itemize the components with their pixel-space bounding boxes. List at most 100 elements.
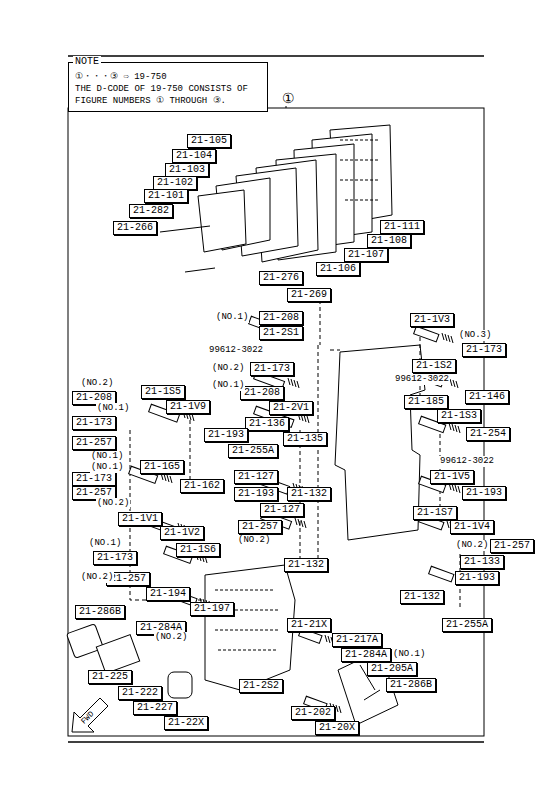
part-number: 21-162 (184, 480, 220, 492)
part-callout: 21-282 (129, 204, 173, 218)
part-number: 21-266 (117, 222, 153, 234)
part-callout: 21-1V3 (410, 313, 454, 327)
part-number: 21-146 (469, 391, 505, 403)
part-callout: 21-111 (380, 220, 424, 234)
part-number: 21-1V5 (434, 471, 470, 483)
part-callout: 21-269 (287, 288, 331, 302)
part-callout: 21-1S3 (437, 409, 481, 423)
part-callout: 21-127 (260, 503, 304, 517)
callout-note: (NO.1) (90, 451, 124, 462)
part-number: 21-102 (157, 177, 193, 189)
part-callout: 21-1V9 (166, 400, 210, 414)
part-number: 21-208 (244, 387, 280, 399)
part-number: 21-1V3 (414, 314, 450, 326)
part-number: 21-105 (191, 135, 227, 147)
part-callout: 21-197 (190, 602, 234, 616)
part-number: 21-1G5 (144, 461, 180, 473)
part-callout: 21-1V1 (118, 512, 162, 526)
part-number: 21-193 (238, 488, 274, 500)
part-number: 21-257 (110, 573, 146, 585)
part-number: 21-21X (291, 619, 327, 631)
part-number: 21-202 (295, 707, 331, 719)
callout-note: (NO.1) (392, 649, 426, 660)
part-number: 21-1S3 (441, 410, 477, 422)
part-callout: 21-193 (462, 486, 506, 500)
part-number: 21-1V4 (454, 521, 490, 533)
part-number: 21-286B (79, 606, 121, 618)
part-number: 21-222 (122, 687, 158, 699)
note-box: NOTE①・・・③ ⇨ 19-750THE D-CODE OF 19-750 C… (68, 62, 268, 112)
part-callout: 21-132 (400, 590, 444, 604)
part-callout: 21-127 (234, 470, 278, 484)
part-callout: 21-135 (283, 432, 327, 446)
part-number: 21-1S5 (145, 386, 181, 398)
part-callout: 21-173 (93, 551, 137, 565)
part-number: 21-173 (466, 344, 502, 356)
part-callout: 21-132 (287, 487, 331, 501)
part-number: 21-1S6 (180, 544, 216, 556)
part-callout: 21-136 (245, 417, 289, 431)
part-number: 21-2S1 (263, 327, 299, 339)
part-callout: 21-1V5 (430, 470, 474, 484)
part-number: 21-286B (390, 679, 432, 691)
part-callout: 21-1S2 (412, 359, 456, 373)
part-callout: 21-2S1 (259, 326, 303, 340)
part-callout: 21-254 (466, 427, 510, 441)
valve-spool (429, 566, 454, 582)
part-callout: 21-286B (75, 605, 125, 619)
part-callout: 21-1G5 (140, 460, 184, 474)
part-callout: 21-185 (404, 395, 448, 409)
note-text: THE D-CODE OF 19-750 CONSISTS OF FIGURE … (75, 83, 261, 107)
part-number: 21-225 (92, 671, 128, 683)
part-number: 21-173 (76, 417, 112, 429)
part-number: 21-173 (76, 473, 112, 485)
part-number: 21-127 (264, 504, 300, 516)
part-number: 21-257 (494, 540, 530, 552)
part-callout: 21-108 (367, 234, 411, 248)
part-callout: 21-146 (465, 390, 509, 404)
part-number: 21-193 (459, 572, 495, 584)
part-callout: 21-286B (386, 678, 436, 692)
part-callout: 21-101 (144, 189, 188, 203)
part-callout: 21-266 (113, 221, 157, 235)
callout-note: (NO.1) (90, 462, 124, 473)
callout-note: (NO.1) (211, 380, 245, 391)
part-number: 21-193 (208, 429, 244, 441)
part-number: 21-108 (371, 235, 407, 247)
part-callout: 21-205A (367, 662, 417, 676)
part-callout: 21-133 (460, 555, 504, 569)
part-number: 21-255A (232, 445, 274, 457)
part-number: 21-103 (169, 164, 205, 176)
part-number: 21-1S7 (417, 507, 453, 519)
part-number: 21-173 (97, 552, 133, 564)
part-number: 21-1V1 (122, 513, 158, 525)
part-number: 21-217A (336, 634, 378, 646)
callout-note: (NO.1) (96, 403, 130, 414)
part-number: 21-173 (254, 363, 290, 375)
part-callout: 21-1V2 (160, 526, 204, 540)
part-number: 21-208 (263, 312, 299, 324)
part-number: 21-135 (287, 433, 323, 445)
part-number: 21-255A (446, 619, 488, 631)
part-number: 21-20X (319, 722, 355, 734)
part-number: 21-133 (464, 556, 500, 568)
part-callout: 21-162 (180, 479, 224, 493)
part-number: 21-205A (371, 663, 413, 675)
part-callout: 21-22X (164, 716, 208, 730)
part-number: 21-107 (348, 249, 384, 261)
valve-spool (414, 326, 439, 342)
part-number: 21-197 (194, 603, 230, 615)
part-callout: 21-208 (259, 311, 303, 325)
callout-note: (NO.2) (96, 498, 130, 509)
part-callout: 21-173 (250, 362, 294, 376)
part-number: 21-22X (168, 717, 204, 729)
part-number: 21-227 (137, 702, 173, 714)
callout-note: (NO.1) (215, 312, 249, 323)
part-callout: 21-132 (284, 558, 328, 572)
part-number: 21-132 (291, 488, 327, 500)
part-number: 21-2V1 (273, 402, 309, 414)
part-callout: 21-1V4 (450, 520, 494, 534)
part-callout: 21-2S2 (239, 679, 283, 693)
part-number: 21-136 (249, 418, 285, 430)
part-callout: 21-193 (234, 487, 278, 501)
